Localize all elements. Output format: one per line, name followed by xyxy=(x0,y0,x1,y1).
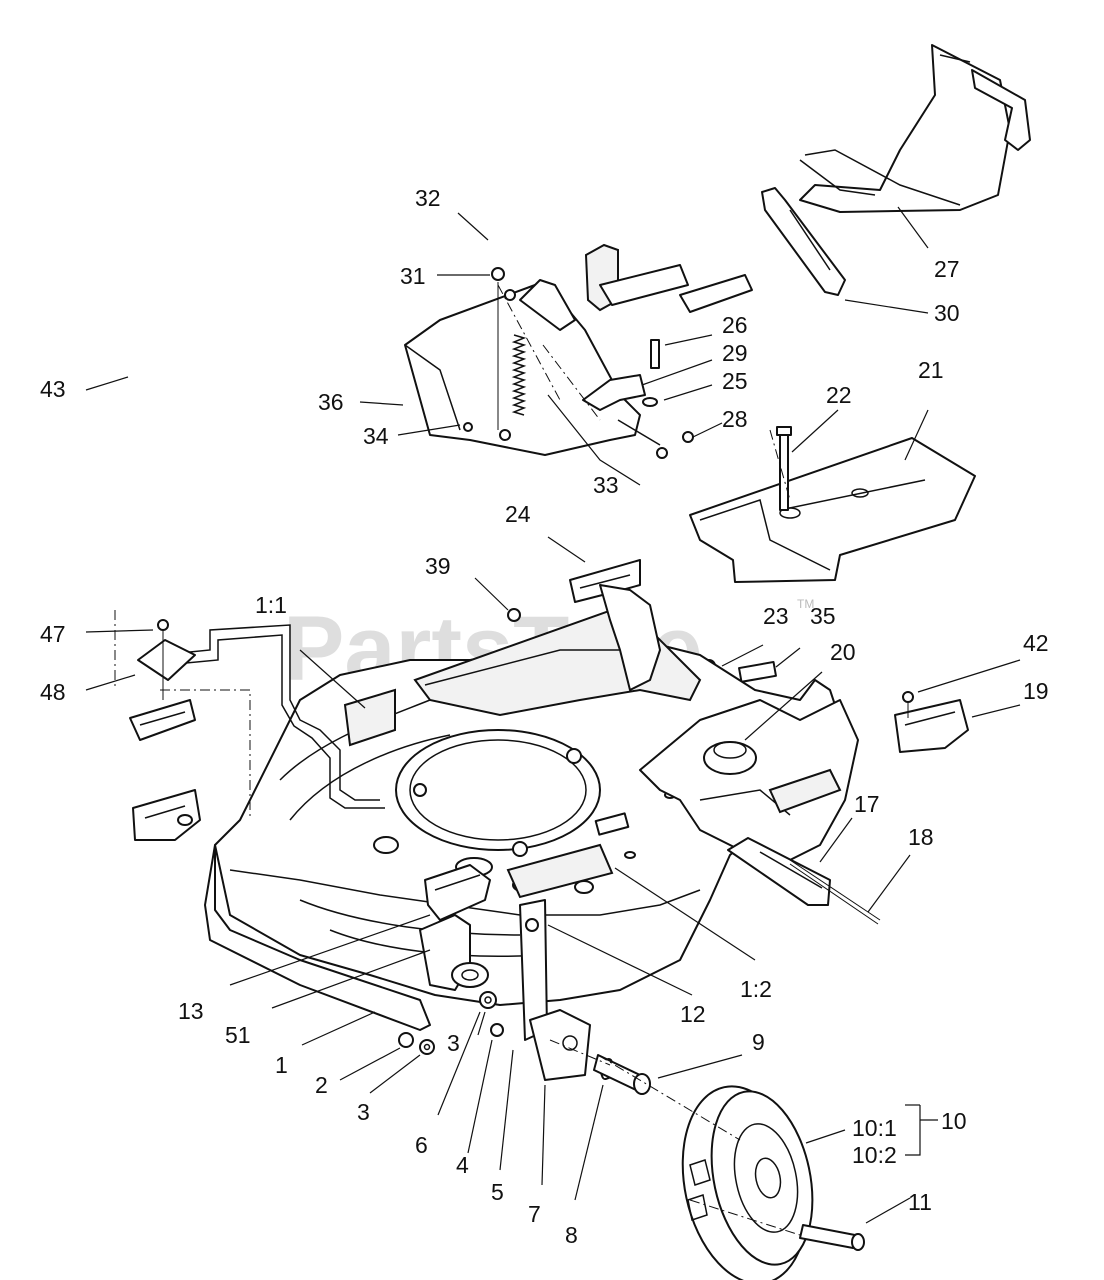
watermark-trademark: TM xyxy=(797,597,814,611)
assembly-lines xyxy=(114,284,801,1236)
callout-6: 6 xyxy=(415,1132,428,1158)
front-wheel-bracket-part[interactable] xyxy=(419,864,491,991)
callout-4: 4 xyxy=(456,1152,469,1178)
handle-part[interactable] xyxy=(159,624,385,809)
callout-21: 21 xyxy=(918,357,944,383)
leader-lines xyxy=(85,206,1021,1224)
rear-cover-part[interactable] xyxy=(689,426,976,583)
mount-bracket-part[interactable] xyxy=(569,559,641,603)
callout-33: 33 xyxy=(593,472,619,498)
callout-32: 32 xyxy=(415,185,441,211)
callout-26: 26 xyxy=(722,312,748,338)
side-decal-part[interactable] xyxy=(343,688,396,747)
callout-11: 11 xyxy=(908,1189,932,1215)
callout-30: 30 xyxy=(934,300,960,326)
callout-3-bottom: 3 xyxy=(357,1099,370,1125)
transmission-part[interactable] xyxy=(639,699,859,861)
callout-43-alt: 43 xyxy=(40,376,66,402)
callout-29: 29 xyxy=(722,340,748,366)
rear-flap-part[interactable] xyxy=(679,187,846,313)
callout-12: 12 xyxy=(680,1001,706,1027)
callout-35: 35 xyxy=(810,603,836,629)
callout-51: 51 xyxy=(225,1022,251,1048)
callout-2: 2 xyxy=(315,1072,328,1098)
callout-23: 23 xyxy=(763,603,789,629)
callout-10: 10 xyxy=(941,1108,967,1134)
callout-27: 27 xyxy=(934,256,960,282)
callout-39: 39 xyxy=(425,553,451,579)
callout-47: 47 xyxy=(40,621,66,647)
front-height-bracket-part[interactable] xyxy=(129,619,201,841)
callout-10-2: 10:2 xyxy=(852,1142,897,1168)
deck-decal-part[interactable] xyxy=(506,843,614,899)
rear-axle-part[interactable] xyxy=(727,837,881,925)
callout-25: 25 xyxy=(722,368,748,394)
callout-42: 42 xyxy=(1023,630,1049,656)
callout-9: 9 xyxy=(752,1029,765,1055)
callout-36: 36 xyxy=(318,389,344,415)
callout-labels: 32 31 36 34 33 26 29 25 28 27 30 22 21 2… xyxy=(40,185,1049,1248)
callout-48: 48 xyxy=(40,679,66,705)
callout-5: 5 xyxy=(491,1179,504,1205)
callout-1-2: 1:2 xyxy=(740,976,772,1002)
callout-22: 22 xyxy=(826,382,852,408)
callout-10-1: 10:1 xyxy=(852,1115,897,1141)
callout-13: 13 xyxy=(178,998,204,1024)
torsion-spring-part[interactable] xyxy=(511,334,527,416)
callout-1-1: 1:1 xyxy=(255,592,287,618)
callout-19: 19 xyxy=(1023,678,1049,704)
callout-8: 8 xyxy=(565,1222,578,1248)
rear-door-part[interactable] xyxy=(404,243,689,456)
rear-height-bracket-part[interactable] xyxy=(894,691,969,753)
rod-part[interactable] xyxy=(463,267,516,441)
callout-17: 17 xyxy=(854,791,880,817)
callout-7: 7 xyxy=(528,1201,541,1227)
wheel-bolt-part[interactable] xyxy=(799,1224,865,1251)
callout-18: 18 xyxy=(908,824,934,850)
callout-1: 1 xyxy=(275,1052,288,1078)
height-adjuster-part[interactable] xyxy=(519,899,591,1081)
wheel-part[interactable] xyxy=(666,1075,828,1280)
callout-3-top: 3 xyxy=(447,1030,460,1056)
callout-34: 34 xyxy=(363,423,389,449)
callout-31: 31 xyxy=(400,263,426,289)
callout-20: 20 xyxy=(830,639,856,665)
callout-28: 28 xyxy=(722,406,748,432)
callout-24: 24 xyxy=(505,501,531,527)
grass-bag-part[interactable] xyxy=(799,44,1031,213)
